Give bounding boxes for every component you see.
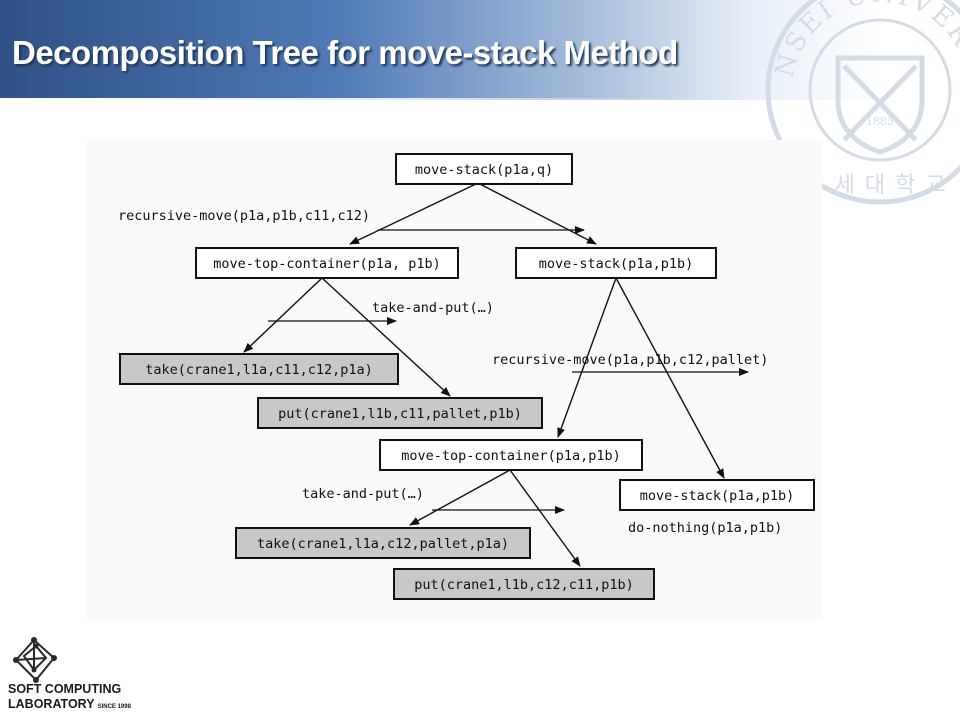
- node-take1-box: [119, 353, 399, 385]
- node-mtc2-label: move-top-container(p1a,p1b): [401, 448, 620, 464]
- tree-edges: [243, 182, 725, 567]
- node-put1-box: [257, 397, 543, 429]
- university-seal: YONSEI UNIVERSITY 1885 연세대학교: [760, 0, 960, 205]
- node-take1-label: take(crane1,l1a,c11,c12,p1a): [145, 362, 373, 378]
- node-root: move-stack(p1a,q): [395, 153, 573, 185]
- node-root-label: move-stack(p1a,q): [415, 162, 553, 178]
- seal-shield: [835, 55, 925, 155]
- node-put2-box: [393, 568, 655, 600]
- method-label-recursive-move-2: recursive-move(p1a,p1b,c12,pallet): [492, 352, 768, 368]
- node-ms3-box: [619, 479, 815, 511]
- node-put1: put(crane1,l1b,c11,pallet,p1b): [257, 397, 543, 429]
- node-mtc2: move-top-container(p1a,p1b): [379, 439, 643, 471]
- soft-computing-lab-logo-icon: [13, 637, 57, 683]
- edge-mtc1-to-put1: [321, 277, 451, 397]
- method-label-take-and-put-1: take-and-put(…): [372, 300, 494, 316]
- node-take2: take(crane1,l1a,c12,pallet,p1a): [235, 527, 531, 559]
- node-mtc1-box: [195, 247, 459, 279]
- node-ms3-label: move-stack(p1a,p1b): [640, 488, 794, 504]
- header-band: [0, 0, 960, 100]
- edge-mtc1-to-take1: [243, 277, 323, 353]
- node-mtc1: move-top-container(p1a, p1b): [195, 247, 459, 279]
- slide-title: Decomposition Tree for move-stack Method: [12, 34, 678, 71]
- node-mtc2-box: [379, 439, 643, 471]
- node-take2-label: take(crane1,l1a,c12,pallet,p1a): [257, 536, 509, 552]
- edge-mtc2-to-put2: [509, 469, 581, 567]
- method-label-take-and-put-2: take-and-put(…): [302, 486, 424, 502]
- node-take2-box: [235, 527, 531, 559]
- seal-year: 1885: [866, 115, 894, 128]
- node-put2-label: put(crane1,l1b,c12,c11,p1b): [414, 577, 633, 593]
- seal-korean: 연세대학교: [804, 173, 955, 198]
- lab-name-line-2-text: LABORATORY: [8, 697, 95, 711]
- method-labels: recursive-move(p1a,p1b,c11,c12) take-and…: [118, 208, 782, 536]
- ordering-arrows: [268, 226, 749, 514]
- node-ms2-label: move-stack(p1a,p1b): [539, 256, 693, 272]
- header-divider: [0, 98, 740, 100]
- lab-since-text: SINCE 1998: [97, 704, 131, 710]
- node-ms2: move-stack(p1a,p1b): [515, 247, 717, 279]
- edge-ms2-to-mtc2: [557, 277, 617, 438]
- edge-mtc2-to-take2: [409, 469, 511, 526]
- node-root-box: [395, 153, 573, 185]
- node-put1-label: put(crane1,l1b,c11,pallet,p1b): [278, 406, 522, 422]
- method-label-recursive-move-1: recursive-move(p1a,p1b,c11,c12): [118, 208, 370, 224]
- node-ms3: move-stack(p1a,p1b): [619, 479, 815, 511]
- edge-ms2-to-ms3: [615, 277, 725, 479]
- node-put2: put(crane1,l1b,c12,c11,p1b): [393, 568, 655, 600]
- lab-name-line-1: SOFT COMPUTING: [8, 682, 122, 696]
- node-ms2-box: [515, 247, 717, 279]
- edge-root-to-ms2: [477, 182, 597, 245]
- method-label-do-nothing: do-nothing(p1a,p1b): [628, 520, 782, 536]
- node-mtc1-label: move-top-container(p1a, p1b): [213, 256, 441, 272]
- node-take1: take(crane1,l1a,c11,c12,p1a): [119, 353, 399, 385]
- edge-root-to-mtc1: [349, 182, 479, 245]
